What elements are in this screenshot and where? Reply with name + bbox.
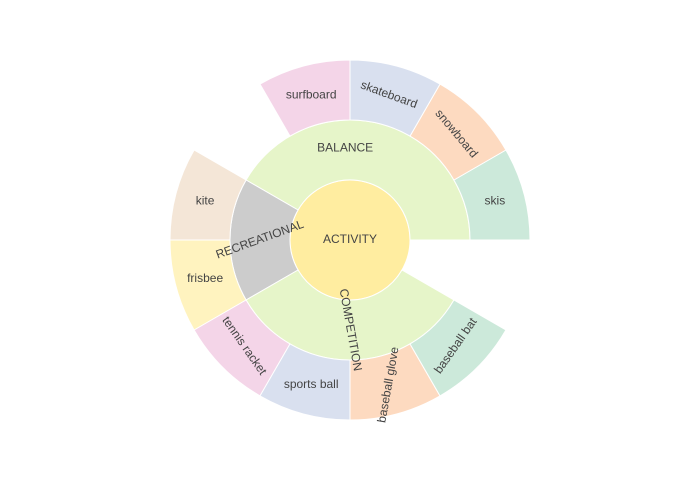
label-activity: ACTIVITY — [323, 232, 377, 246]
label-frisbee: frisbee — [187, 271, 223, 285]
label-sports-ball: sports ball — [284, 377, 339, 391]
label-kite: kite — [196, 193, 215, 207]
segment-surfboard[interactable] — [259, 59, 351, 137]
segment-baseball-bat[interactable] — [409, 299, 507, 397]
label-surfboard: surfboard — [286, 87, 337, 101]
label-balance: BALANCE — [317, 140, 373, 154]
label-skis: skis — [485, 193, 506, 207]
segments — [169, 59, 531, 421]
